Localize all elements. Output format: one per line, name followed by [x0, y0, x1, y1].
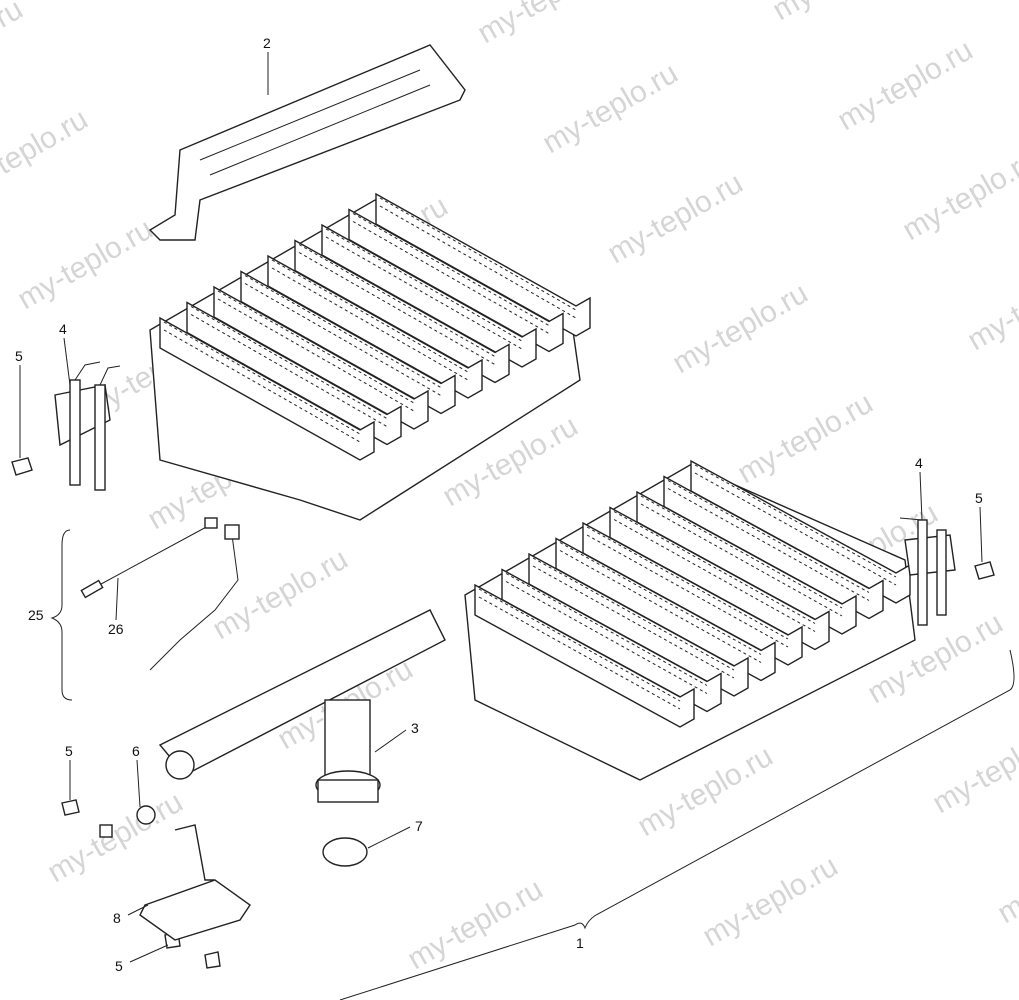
burner-bar-ports: [478, 588, 681, 710]
callout-4-left: 4: [59, 321, 67, 337]
burner-bar-ports: [640, 495, 843, 617]
part-4-electrode-left: [54, 361, 121, 491]
burner-bar-ports: [613, 511, 816, 632]
burner-assembly-left: [149, 192, 591, 521]
burner-bar-ports: [586, 526, 789, 648]
callout-5-mid-left: 5: [65, 743, 73, 759]
burner-bar-ports: [505, 573, 708, 694]
burner-assembly-right: [464, 459, 916, 781]
callout-26: 26: [108, 621, 124, 637]
watermark-text: my-teplo.ru: [767, 0, 913, 27]
callout-2: 2: [263, 35, 271, 51]
callout-4-right: 4: [915, 455, 923, 471]
watermark-text: my-teplo.ru: [12, 212, 158, 316]
watermark-text: my-teplo.ru: [962, 253, 1019, 357]
leader-lines: [19, 52, 1015, 1000]
burner-bar-ports: [271, 259, 469, 381]
callout-labels: 2 4 5 25 26 5 6 3 7 8 5 1 4 5: [15, 35, 983, 974]
callout-7: 7: [415, 818, 423, 834]
part-8-bracket: [139, 824, 251, 941]
gas-manifold: [158, 609, 446, 780]
watermark-text: my-teplo.ru: [402, 872, 548, 976]
part-2-bracket: [148, 44, 466, 241]
watermark-text: my-teplo.ru: [667, 276, 813, 380]
burner-bar-ports: [694, 464, 897, 586]
callout-5-right: 5: [975, 490, 983, 506]
part-7-gasket: [322, 837, 368, 867]
watermark-text: my-teplo.ru: [0, 102, 93, 206]
callout-25: 25: [28, 607, 44, 623]
callout-8: 8: [113, 910, 121, 926]
burner-bar-ports: [325, 228, 523, 350]
watermark-text: my-teplo.ru: [927, 716, 1019, 820]
callout-5-top-left: 5: [15, 348, 23, 364]
watermark-text: my-teplo.ru: [207, 542, 353, 646]
burner-bar-ports: [217, 290, 415, 412]
watermark-layer: my-teplo.rumy-teplo.rumy-teplo.rumy-tepl…: [0, 0, 1019, 976]
callout-6: 6: [132, 743, 140, 759]
watermark-text: my-teplo.ru: [832, 33, 978, 137]
callout-3: 3: [411, 720, 419, 736]
burner-bar-ports: [298, 244, 496, 365]
part-3-fitting: [315, 699, 381, 803]
burner-bar-ports: [244, 275, 442, 396]
watermark-text: my-teplo.ru: [732, 386, 878, 490]
watermark-text: my-teplo.ru: [897, 143, 1019, 247]
burner-bar-ports: [559, 542, 762, 663]
part-25-26-sensor-cable: [50, 517, 240, 701]
burner-bar-ports: [190, 306, 388, 427]
watermark-text: my-teplo.ru: [992, 826, 1019, 930]
watermark-text: my-teplo.ru: [0, 0, 28, 96]
callout-1: 1: [576, 935, 584, 951]
burner-bar-ports: [667, 480, 870, 601]
part-4-electrode-right: [899, 517, 956, 626]
burner-bar: [159, 316, 375, 461]
watermark-text: my-teplo.ru: [472, 0, 618, 50]
callout-5-bottom: 5: [115, 958, 123, 974]
burner-bar-ports: [379, 197, 577, 319]
watermark-text: my-teplo.ru: [697, 849, 843, 953]
watermark-text: my-teplo.ru: [42, 785, 188, 889]
burner-bar-ports: [352, 213, 550, 334]
watermark-text: my-teplo.ru: [602, 166, 748, 270]
burner-bar-ports: [163, 321, 361, 443]
burner-bar-ports: [532, 557, 735, 679]
watermark-text: my-teplo.ru: [537, 56, 683, 160]
